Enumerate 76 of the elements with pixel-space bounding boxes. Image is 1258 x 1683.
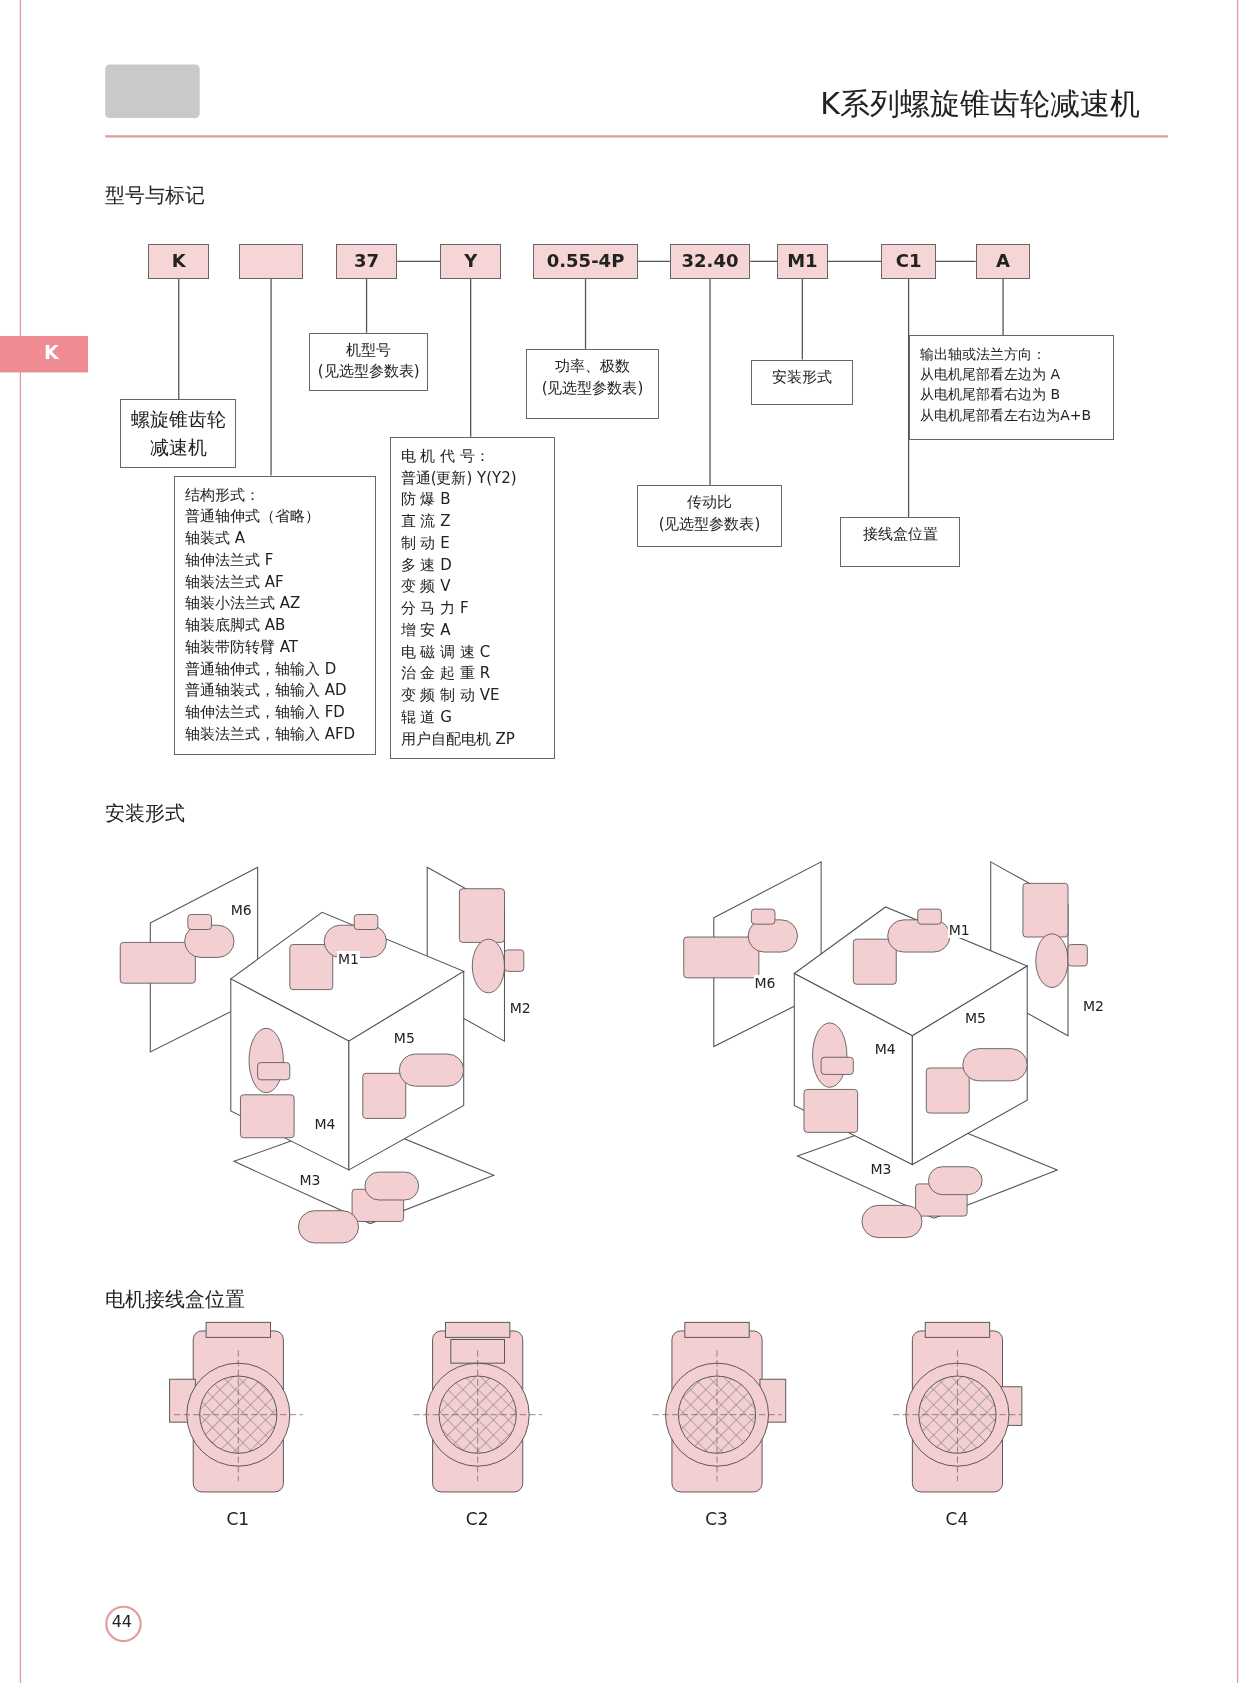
box-text: 轴伸法兰式，轴输入 FD xyxy=(184,702,346,723)
box-text: 轴装式 A xyxy=(184,528,246,549)
code-field-box: 37 xyxy=(335,243,398,280)
note-box xyxy=(525,348,660,419)
section-heading: 电机接线盒位置 xyxy=(105,1285,246,1313)
box-heading: 输出轴或法兰方向： xyxy=(920,344,1048,364)
box-heading: 机型号 xyxy=(345,339,393,361)
box-text: (见选型参数表) xyxy=(540,377,645,399)
leader-line xyxy=(709,278,711,486)
box-text: 普通轴伸式（省略） xyxy=(184,506,321,528)
leader-line xyxy=(396,260,441,262)
side-tab-label: K xyxy=(44,341,59,364)
leader-line xyxy=(935,260,977,262)
position-label: M1 xyxy=(947,922,971,939)
box-text: 治 金 起 重 R xyxy=(400,663,492,685)
box-text: 变 频 V xyxy=(400,576,452,598)
leader-line xyxy=(801,278,803,361)
code-list-box xyxy=(389,436,555,760)
code-list-box xyxy=(909,334,1115,441)
box-text: 从电机尾部看左右边为A+B xyxy=(920,405,1093,425)
page-number: 44 xyxy=(111,1612,132,1632)
code-field-box: Y xyxy=(440,243,502,280)
box-heading: 结构形式： xyxy=(184,484,261,506)
box-text: 轴装法兰式，轴输入 AFD xyxy=(184,723,357,745)
box-text: 辊 道 G xyxy=(400,706,453,728)
box-text: 用户自配电机 ZP xyxy=(400,728,516,750)
box-text: 防 爆 B xyxy=(400,489,452,511)
box-heading: 传动比 xyxy=(686,492,733,514)
box-text: (见选型参数表) xyxy=(316,361,421,383)
box-text: 电 磁 调 速 C xyxy=(400,641,492,663)
code-list-box xyxy=(173,475,376,755)
box-text: 轴伸法兰式 F xyxy=(184,549,275,571)
section-heading: 型号与标记 xyxy=(105,182,206,210)
box-text: (见选型参数表) xyxy=(657,513,762,535)
code-field-box: A xyxy=(975,243,1031,280)
empty-code-box xyxy=(239,243,303,280)
leader-line xyxy=(584,278,587,350)
leader-line xyxy=(826,260,882,262)
box-text: 轴装小法兰式 AZ xyxy=(184,593,302,615)
box-text: 从电机尾部看右边为 B xyxy=(920,385,1062,405)
note-box: 螺旋锥齿轮减速机 xyxy=(120,399,237,469)
note-box xyxy=(636,485,783,548)
note-box: 安装形式 xyxy=(751,359,854,405)
leader-line xyxy=(270,278,272,477)
box-text: 普通轴伸式，轴输入 D xyxy=(184,658,338,680)
leader-line xyxy=(749,260,778,262)
code-field-box: 0.55-4P xyxy=(533,243,638,280)
leader-line xyxy=(907,278,910,518)
section-heading: 安装形式 xyxy=(105,799,186,827)
box-text: 直 流 Z xyxy=(400,511,452,533)
box-text: 普通(更新) Y(Y2) xyxy=(400,467,518,489)
page-title: K系列螺旋锥齿轮减速机 xyxy=(820,84,1140,123)
box-text: 增 安 A xyxy=(400,619,452,641)
box-text: 轴装法兰式 AF xyxy=(184,571,285,593)
box-text: 多 速 D xyxy=(400,554,453,576)
leader-line xyxy=(1002,278,1004,336)
code-field-box: M1 xyxy=(777,243,828,280)
note-box xyxy=(309,332,429,391)
box-text: 轴装带防转臂 AT xyxy=(184,636,299,658)
leader-line xyxy=(636,260,671,262)
box-text: 轴装底脚式 AB xyxy=(184,615,287,636)
code-field-box: 32.40 xyxy=(669,243,751,280)
box-heading: 功率、极数 xyxy=(554,355,631,377)
box-text: 制 动 E xyxy=(400,532,451,554)
box-text: 分 马 力 F xyxy=(400,598,470,620)
leader-line xyxy=(470,278,472,438)
leader-line xyxy=(178,278,180,400)
position-label: M1 xyxy=(337,951,361,967)
note-box: 接线盒位置 xyxy=(840,517,960,567)
box-text: 从电机尾部看左边为 A xyxy=(920,365,1062,385)
code-field-box: K xyxy=(148,243,210,280)
box-text: 普通轴装式，轴输入 AD xyxy=(184,680,348,702)
box-text: 变 频 制 动 VE xyxy=(400,685,501,707)
leader-line xyxy=(365,278,368,334)
box-heading: 电 机 代 号： xyxy=(400,445,491,467)
code-field-box: C1 xyxy=(881,243,936,280)
